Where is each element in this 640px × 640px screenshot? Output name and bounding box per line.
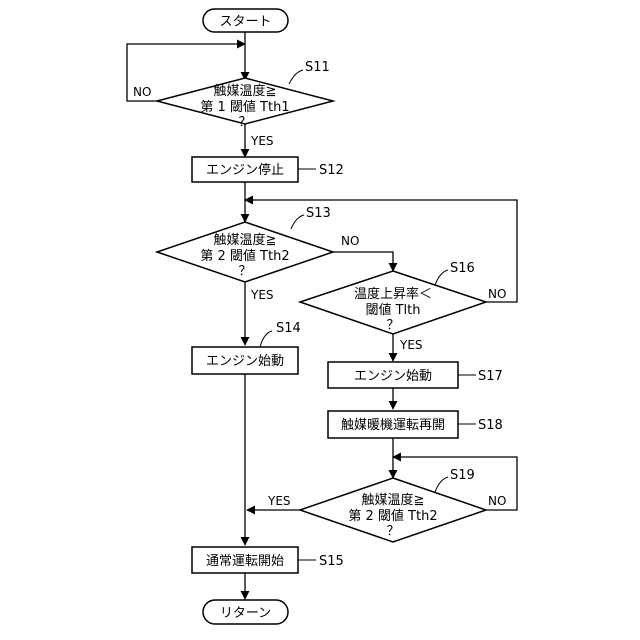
- decision-s16: 温度上昇率＜ 閾値 Tlth ？: [300, 271, 486, 334]
- s11-yes-label: YES: [250, 134, 274, 148]
- s16-line-1: 温度上昇率＜: [354, 286, 432, 302]
- s11-leader: [289, 70, 303, 84]
- s19-yes-label: YES: [267, 494, 291, 508]
- process-s15: 通常運転開始: [192, 547, 298, 573]
- end-text: リターン: [220, 606, 271, 621]
- s13-yes-label: YES: [250, 288, 274, 302]
- s19-line-2: 第 2 閾値 Tth2: [348, 508, 437, 524]
- decision-s11: 触媒温度≧ 第 1 閾値 Tth1 ？: [157, 78, 333, 130]
- s16-yes-label: YES: [399, 338, 423, 352]
- s13-leader: [291, 215, 304, 229]
- connector-s13-s16: [333, 252, 393, 271]
- s13-line-1: 触媒温度≧: [214, 232, 277, 248]
- s17-text: エンジン始動: [354, 369, 432, 384]
- s18-text: 触媒暖機運転再開: [341, 418, 445, 433]
- s11-line-3: ？: [238, 115, 251, 130]
- s19-line-3: ？: [386, 524, 399, 539]
- decision-s13: 触媒温度≧ 第 2 閾値 Tth2 ？: [157, 222, 333, 282]
- s15-text: 通常運転開始: [206, 554, 284, 569]
- s13-label: S13: [306, 206, 331, 221]
- decision-s19: 触媒温度≧ 第 2 閾値 Tth2 ？: [300, 478, 486, 542]
- s16-line-2: 閾値 Tlth: [365, 302, 420, 318]
- s18-label: S18: [478, 418, 503, 433]
- s15-label: S15: [319, 554, 344, 569]
- s12-text: エンジン停止: [206, 162, 284, 178]
- s16-label: S16: [450, 261, 475, 276]
- s13-no-label: NO: [341, 234, 359, 248]
- s19-no-label: NO: [488, 494, 506, 508]
- s11-line-2: 第 1 閾値 Tth1: [200, 99, 289, 115]
- s16-leader: [435, 270, 448, 285]
- s13-line-3: ？: [238, 264, 251, 279]
- s16-no-label: NO: [488, 287, 506, 301]
- start-terminal: スタート: [203, 9, 288, 32]
- s13-line-2: 第 2 閾値 Tth2: [200, 248, 289, 264]
- s14-text: エンジン始動: [206, 354, 284, 369]
- process-s18: 触媒暖機運転再開: [328, 411, 458, 438]
- s19-leader: [435, 477, 448, 492]
- start-text: スタート: [219, 15, 271, 30]
- s11-label: S11: [305, 60, 330, 75]
- s11-line-1: 触媒温度≧: [214, 83, 277, 99]
- s19-line-1: 触媒温度≧: [362, 492, 425, 508]
- end-terminal: リターン: [203, 600, 288, 624]
- s14-leader: [260, 331, 272, 347]
- s16-line-3: ？: [386, 318, 399, 333]
- s17-label: S17: [478, 369, 503, 384]
- s12-label: S12: [319, 163, 344, 178]
- s14-label: S14: [276, 321, 301, 336]
- process-s12: エンジン停止: [192, 157, 298, 182]
- s19-label: S19: [450, 468, 475, 483]
- process-s17: エンジン始動: [328, 362, 458, 388]
- s11-no-label: NO: [133, 85, 151, 99]
- process-s14: エンジン始動: [192, 347, 298, 374]
